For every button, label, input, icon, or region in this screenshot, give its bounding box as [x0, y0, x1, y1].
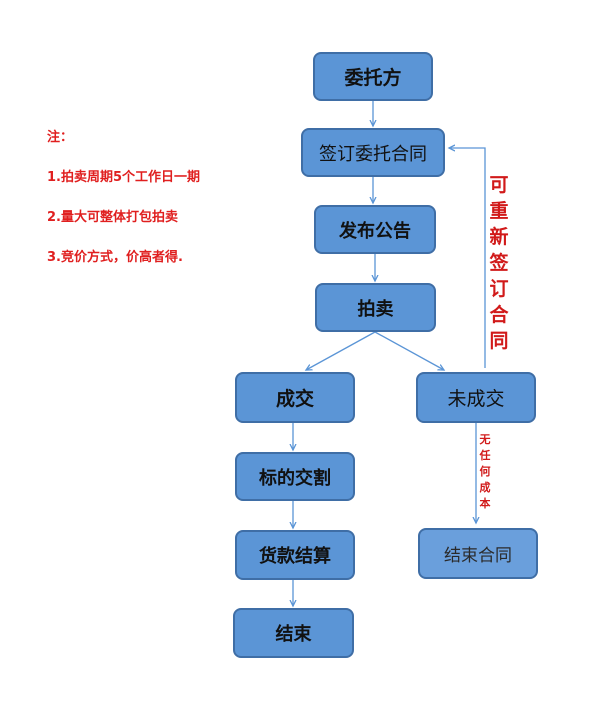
node-qianding: 签订委托合同	[301, 128, 445, 177]
node-jieshu-hetong: 结束合同	[418, 528, 538, 579]
note-item-3: 3.竞价方式，价高者得.	[47, 250, 183, 265]
note-item-1: 1.拍卖周期5个工作日一期	[47, 170, 201, 185]
label-resign-char: 签	[489, 252, 509, 274]
node-weituofang: 委托方	[313, 52, 433, 101]
label-no-cost: 无任何成本	[478, 432, 492, 512]
label-no-cost-char: 成	[479, 481, 491, 494]
node-huokuan: 货款结算	[235, 530, 355, 580]
node-biaodi: 标的交割	[235, 452, 355, 501]
label-no-cost-char: 无	[479, 433, 491, 446]
node-paimai: 拍卖	[315, 283, 436, 332]
note-item-2: 2.量大可整体打包拍卖	[47, 210, 178, 225]
label-resign-contract: 可重新签订合同	[488, 172, 510, 354]
label-resign-char: 合	[489, 304, 509, 326]
label-resign-char: 同	[489, 330, 509, 352]
label-resign-char: 重	[489, 200, 509, 222]
node-jieshu: 结束	[233, 608, 354, 658]
node-fabu: 发布公告	[314, 205, 436, 254]
label-no-cost-char: 何	[479, 465, 491, 478]
label-no-cost-char: 本	[479, 497, 491, 510]
arrow-paimai-to-weichengjiao	[374, 331, 444, 370]
label-resign-char: 新	[489, 226, 509, 248]
node-weichengjiao: 未成交	[416, 372, 536, 423]
label-no-cost-char: 任	[479, 449, 491, 462]
note-title: 注：	[47, 130, 74, 145]
label-resign-char: 订	[489, 278, 509, 300]
label-resign-char: 可	[489, 174, 509, 196]
arrow-weichengjiao-back-to-qianding	[449, 148, 486, 368]
arrow-paimai-to-chengjiao	[306, 331, 376, 370]
node-chengjiao: 成交	[235, 372, 355, 423]
